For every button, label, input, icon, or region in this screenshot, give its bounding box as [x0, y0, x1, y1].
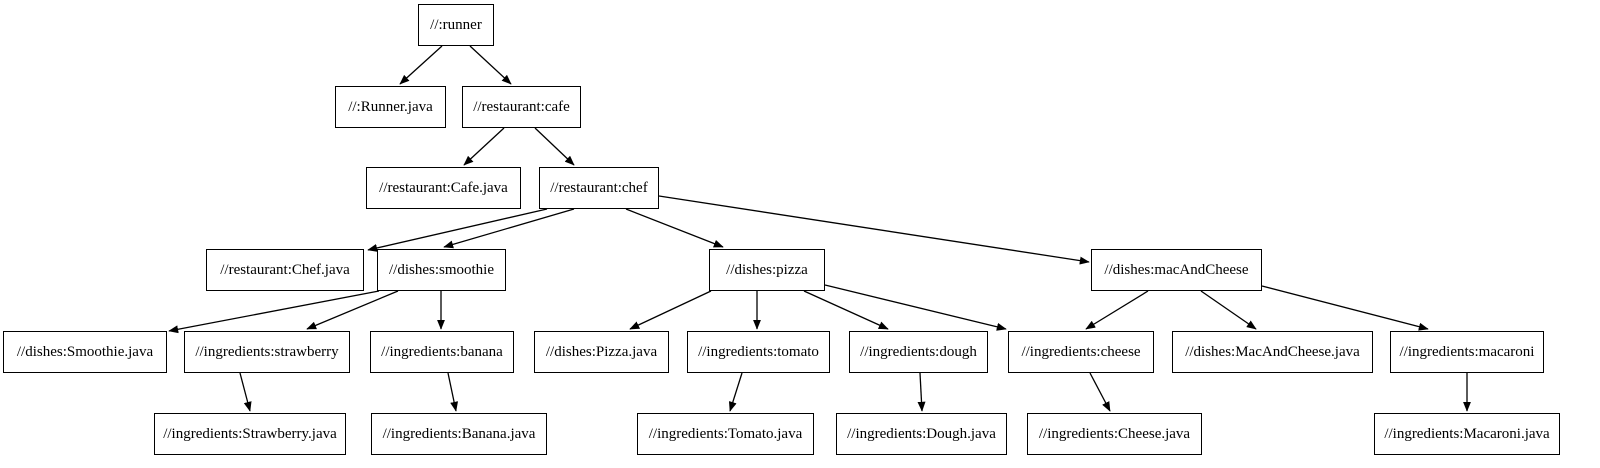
- graph-node-label: //ingredients:cheese: [1021, 343, 1141, 360]
- graph-node-banana_java[interactable]: //ingredients:Banana.java: [371, 413, 547, 455]
- graph-edge-ing_tomato-to-tomato_java: [728, 372, 743, 412]
- graph-node-label: //dishes:Smoothie.java: [16, 343, 154, 360]
- graph-node-label: //:runner: [430, 16, 482, 33]
- graph-node-restaurant_cafe[interactable]: //restaurant:cafe: [462, 86, 581, 128]
- graph-node-restaurant_chef[interactable]: //restaurant:chef: [539, 167, 659, 209]
- graph-node-label: //restaurant:Cafe.java: [379, 179, 508, 196]
- graph-node-ing_cheese[interactable]: //ingredients:cheese: [1008, 331, 1154, 373]
- graph-edge-dishes_pizza-to-pizza_java: [629, 290, 712, 330]
- graph-node-pizza_java[interactable]: //dishes:Pizza.java: [534, 331, 669, 373]
- graph-edge-runner-to-restaurant_cafe: [469, 45, 512, 85]
- graph-edge-dishes_smoothie-to-smoothie_java: [168, 290, 380, 334]
- graph-node-ing_macaroni[interactable]: //ingredients:macaroni: [1390, 331, 1544, 373]
- graph-edge-dishes_mac-to-ing_macaroni: [1261, 285, 1429, 331]
- graph-node-label: //dishes:macAndCheese: [1104, 261, 1249, 278]
- graph-edge-dishes_pizza-to-ing_dough: [803, 290, 889, 330]
- graph-edge-ing_dough-to-dough_java: [917, 372, 926, 412]
- graph-node-mac_java[interactable]: //dishes:MacAndCheese.java: [1172, 331, 1373, 373]
- graph-edge-restaurant_chef-to-dishes_smoothie: [443, 208, 575, 249]
- graph-node-ing_dough[interactable]: //ingredients:dough: [849, 331, 988, 373]
- graph-node-ing_strawberry[interactable]: //ingredients:strawberry: [184, 331, 350, 373]
- graph-node-dishes_pizza[interactable]: //dishes:pizza: [709, 249, 825, 291]
- graph-node-tomato_java[interactable]: //ingredients:Tomato.java: [637, 413, 814, 455]
- graph-node-label: //ingredients:Dough.java: [847, 425, 996, 442]
- graph-node-dishes_mac[interactable]: //dishes:macAndCheese: [1091, 249, 1262, 291]
- graph-node-runner[interactable]: //:runner: [418, 4, 494, 46]
- graph-node-label: //restaurant:chef: [550, 179, 648, 196]
- graph-node-label: //restaurant:cafe: [473, 98, 570, 115]
- graph-node-smoothie_java[interactable]: //dishes:Smoothie.java: [3, 331, 167, 373]
- graph-node-label: //ingredients:dough: [860, 343, 977, 360]
- graph-edge-restaurant_cafe-to-restaurant_chef: [534, 127, 575, 166]
- graph-node-runner_java[interactable]: //:Runner.java: [335, 86, 446, 128]
- graph-node-label: //ingredients:strawberry: [195, 343, 339, 360]
- graph-node-cheese_java[interactable]: //ingredients:Cheese.java: [1027, 413, 1202, 455]
- graph-node-label: //ingredients:Strawberry.java: [163, 425, 337, 442]
- graph-edge-runner-to-runner_java: [399, 45, 443, 85]
- graph-node-dishes_smoothie[interactable]: //dishes:smoothie: [377, 249, 506, 291]
- graph-edge-restaurant_chef-to-chef_java: [367, 208, 548, 252]
- graph-node-label: //dishes:smoothie: [389, 261, 494, 278]
- graph-node-chef_java[interactable]: //restaurant:Chef.java: [206, 249, 364, 291]
- graph-node-label: //dishes:MacAndCheese.java: [1185, 343, 1360, 360]
- graph-node-label: //ingredients:tomato: [698, 343, 819, 360]
- graph-node-macaroni_java[interactable]: //ingredients:Macaroni.java: [1374, 413, 1560, 455]
- graph-edge-dishes_mac-to-ing_cheese: [1085, 290, 1149, 330]
- graph-node-label: //ingredients:Banana.java: [382, 425, 536, 442]
- graph-edge-restaurant_chef-to-dishes_pizza: [625, 208, 724, 248]
- graph-edge-ing_cheese-to-cheese_java: [1089, 372, 1111, 412]
- graph-node-cafe_java[interactable]: //restaurant:Cafe.java: [366, 167, 521, 209]
- graph-node-dough_java[interactable]: //ingredients:Dough.java: [836, 413, 1007, 455]
- graph-edge-dishes_mac-to-mac_java: [1200, 290, 1257, 330]
- graph-edge-ing_strawberry-to-strawberry_java: [239, 372, 252, 412]
- graph-node-label: //ingredients:Macaroni.java: [1384, 425, 1550, 442]
- graph-node-strawberry_java[interactable]: //ingredients:Strawberry.java: [154, 413, 346, 455]
- graph-node-label: //dishes:pizza: [726, 261, 808, 278]
- graph-edge-dishes_smoothie-to-ing_strawberry: [306, 290, 399, 330]
- graph-node-label: //ingredients:Cheese.java: [1038, 425, 1191, 442]
- graph-node-label: //ingredients:banana: [381, 343, 503, 360]
- graph-edge-ing_banana-to-banana_java: [447, 372, 459, 412]
- graph-node-label: //ingredients:macaroni: [1399, 343, 1535, 360]
- graph-edge-restaurant_cafe-to-cafe_java: [463, 127, 505, 166]
- graph-edge-dishes_pizza-to-ing_cheese: [824, 284, 1007, 331]
- graph-node-ing_tomato[interactable]: //ingredients:tomato: [687, 331, 830, 373]
- graph-node-label: //:Runner.java: [348, 98, 433, 115]
- graph-node-label: //dishes:Pizza.java: [545, 343, 658, 360]
- graph-node-ing_banana[interactable]: //ingredients:banana: [370, 331, 514, 373]
- graph-node-label: //ingredients:Tomato.java: [648, 425, 803, 442]
- graph-node-label: //restaurant:Chef.java: [220, 261, 350, 278]
